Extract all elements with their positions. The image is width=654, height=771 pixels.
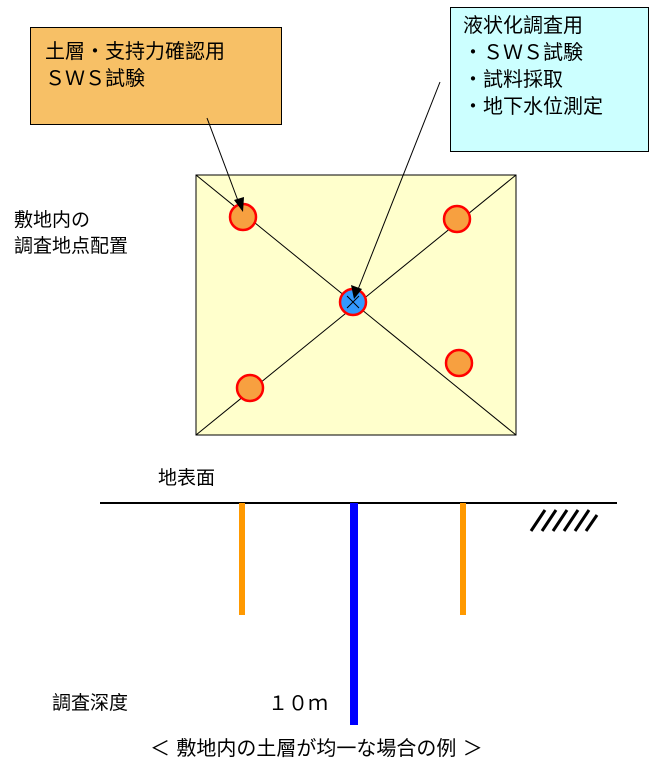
liquefaction-leader-arrowhead [351,285,362,299]
sws-leader-line [206,117,241,207]
sws-leader-arrowhead [234,197,244,212]
site-label-line1: 敷地内の [14,209,91,231]
center-cross-2 [346,295,360,309]
diagram-caption: ＜ 敷地内の土層が均一な場合の例 ＞ [150,736,483,760]
liquefaction-callout-line3: ・試料採取 [463,67,563,91]
sws-callout-line1: 土層・支持力確認用 [45,39,225,63]
sws-boring-right [460,503,466,615]
sws-boring-left [239,503,245,615]
sws-callout-box: 土層・支持力確認用 ＳＷＳ試験 [30,27,282,125]
sws-point-bottom-left [235,373,265,403]
depth-label: 調査深度 [52,692,129,714]
liquefaction-callout-box: 液状化調査用 ・ＳＷＳ試験 ・試料採取 ・地下水位測定 [450,7,649,152]
liquefaction-callout-line1: 液状化調査用 [463,13,583,37]
site-label: 敷地内の 調査地点配置 [14,207,128,259]
sws-point-top-right [442,204,472,234]
liquefaction-leader-line [356,81,441,293]
deep-boring-center [350,503,358,725]
liquefaction-callout-line4: ・地下水位測定 [463,94,603,118]
ground-surface-label: 地表面 [158,467,216,489]
sws-point-bottom-right [444,348,474,378]
depth-value: １０ｍ [268,691,328,715]
liquefaction-callout-line2: ・ＳＷＳ試験 [463,40,583,64]
ground-hatch-mark [529,509,599,532]
site-label-line2: 調査地点配置 [14,235,129,257]
sws-callout-line2: ＳＷＳ試験 [45,66,145,90]
